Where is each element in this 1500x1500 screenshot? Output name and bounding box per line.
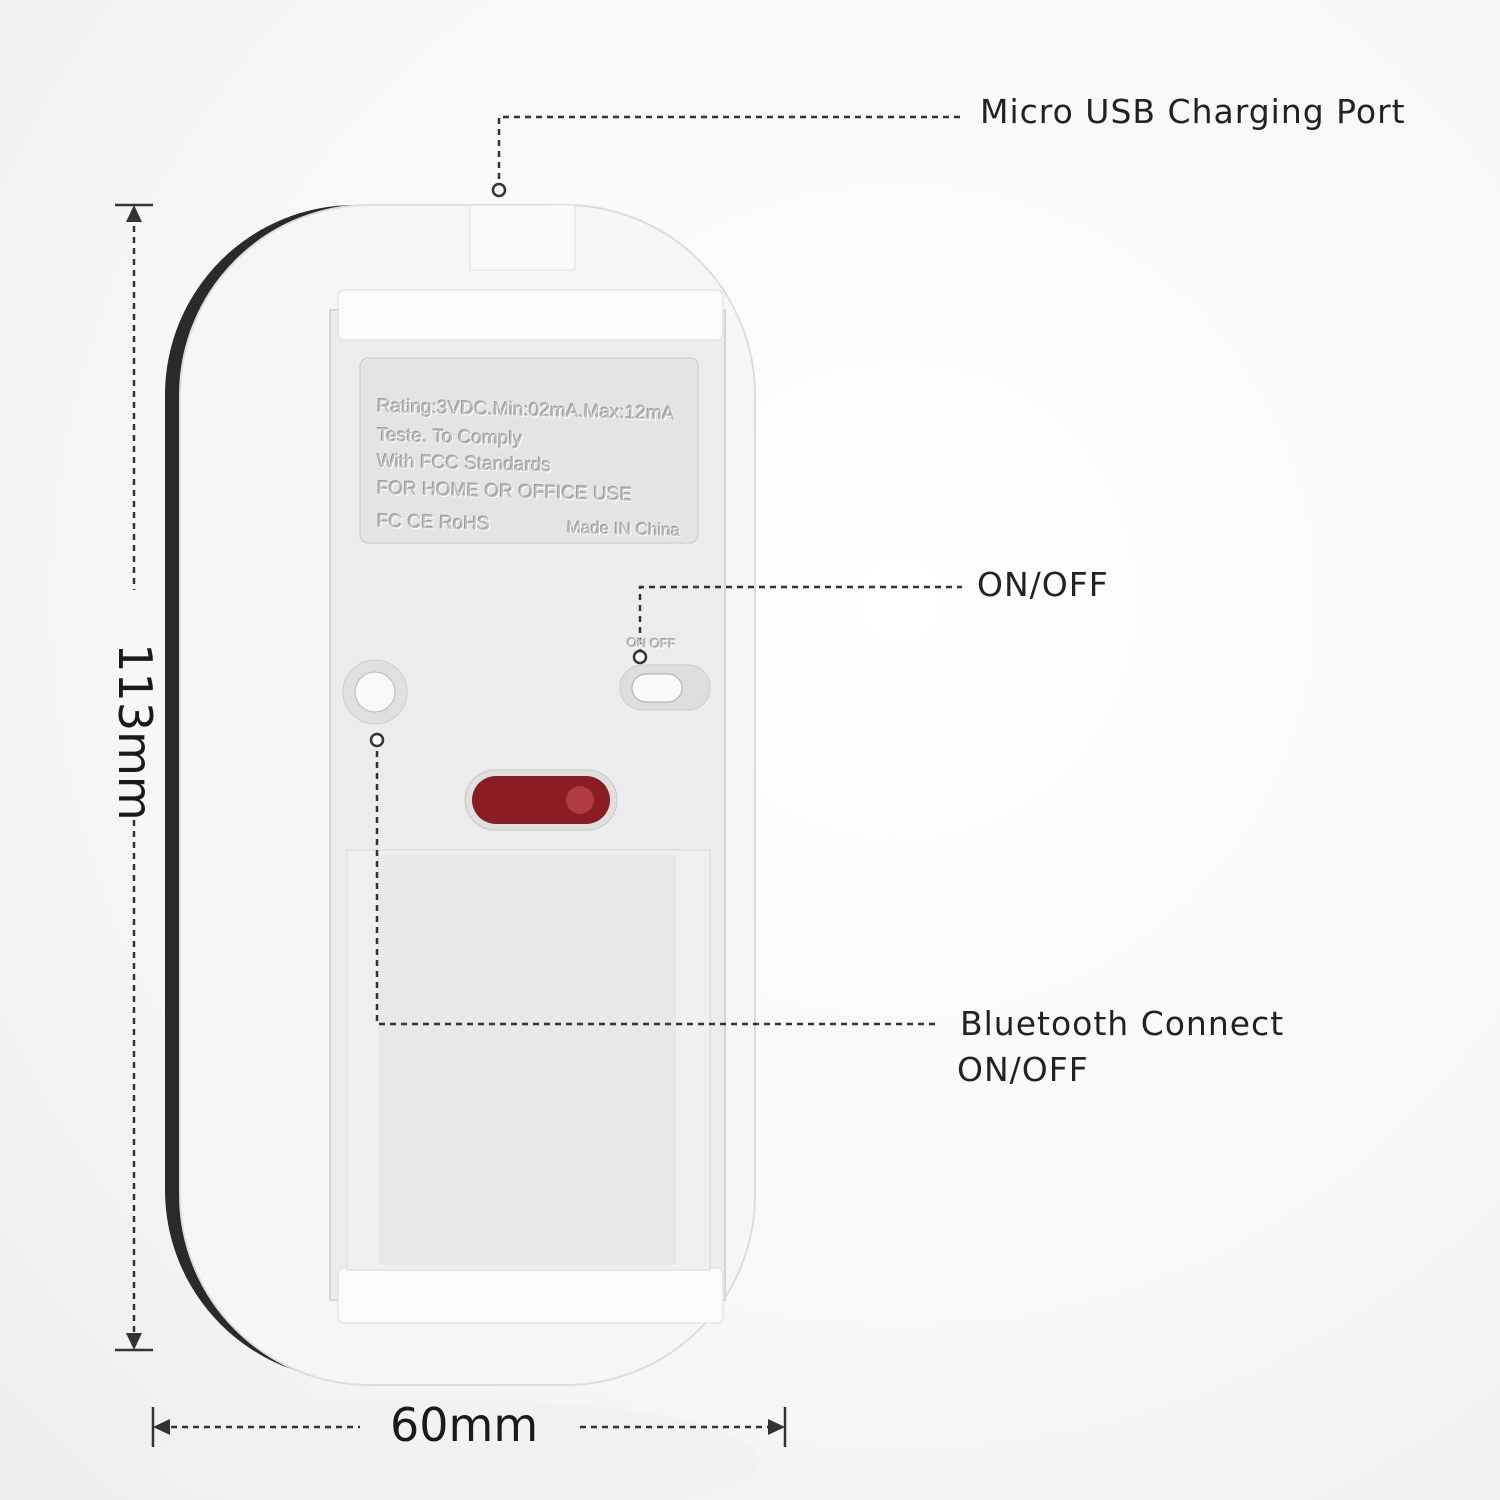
bluetooth-button[interactable] (354, 671, 396, 713)
height-dimension: 113mm (108, 643, 162, 821)
usb-port-callout: Micro USB Charging Port (980, 92, 1406, 131)
switch-label: ON OFF (626, 635, 677, 652)
battery-cover-panel (378, 855, 676, 1265)
reflection (160, 1400, 760, 1500)
label-line: Teste. To Comply (376, 425, 523, 450)
label-line: With FCC Standards (376, 451, 552, 477)
bluetooth-callout-2: ON/OFF (957, 1050, 1089, 1089)
top-foot (337, 289, 724, 341)
label-plate (359, 357, 699, 544)
power-switch[interactable] (631, 673, 683, 703)
origin-text: Made IN China (566, 518, 681, 540)
power-callout-line (638, 585, 962, 655)
width-dimension: 60mm (390, 1398, 539, 1452)
sensor-lens (566, 786, 594, 814)
bluetooth-callout: Bluetooth Connect (960, 1004, 1285, 1043)
usb-callout-line (497, 115, 962, 190)
power-callout: ON/OFF (977, 565, 1109, 604)
bottom-foot (337, 1267, 724, 1324)
usb-port-cover (469, 204, 576, 271)
certification-marks: FC CE RoHS (376, 511, 491, 535)
